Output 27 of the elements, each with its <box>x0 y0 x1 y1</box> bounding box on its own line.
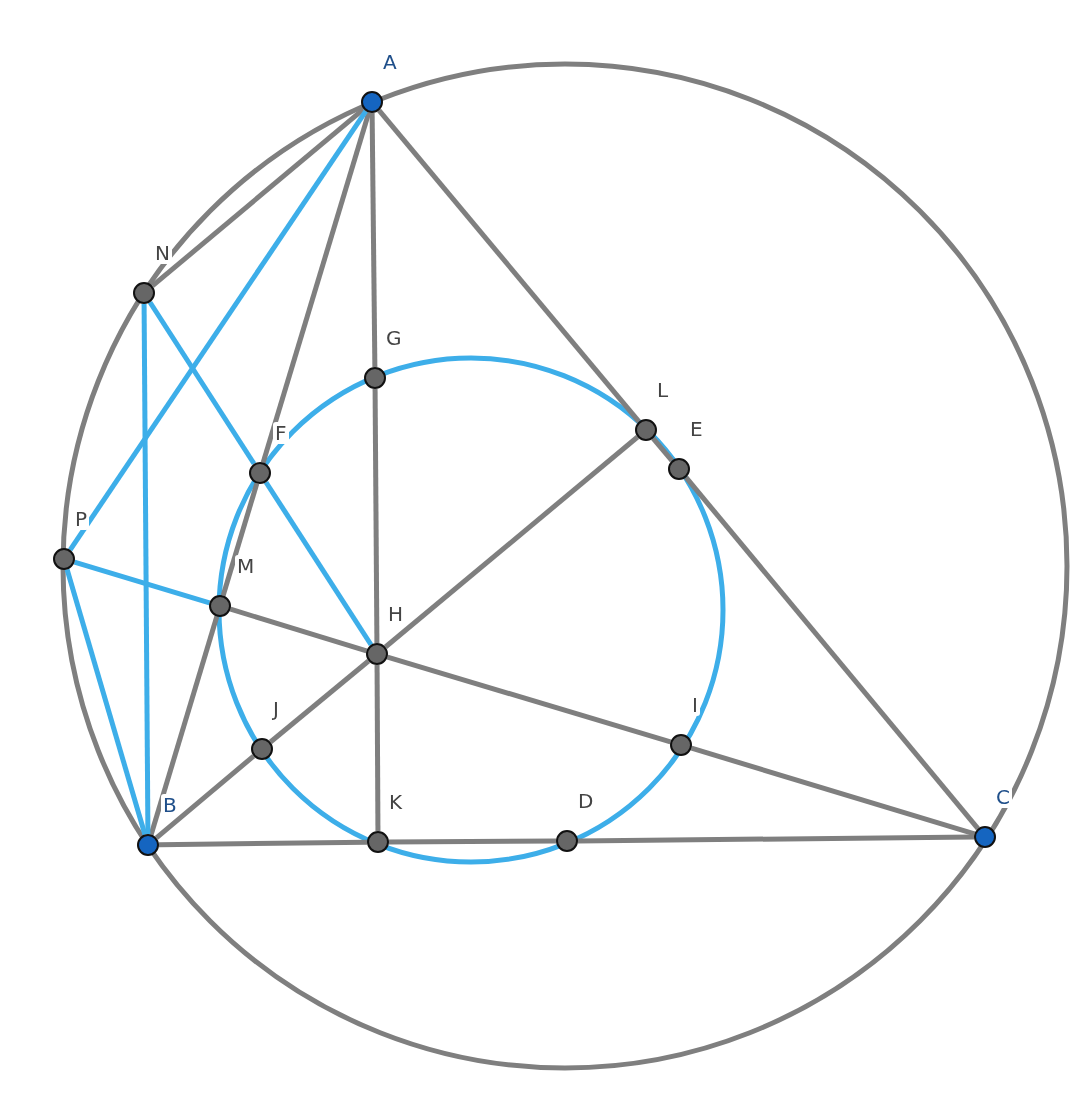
line-segment <box>154 754 256 840</box>
line-segment <box>158 839 368 848</box>
line-segment <box>369 112 378 368</box>
point-label: F <box>273 422 289 444</box>
line-segment <box>374 665 381 831</box>
line-segment <box>684 475 980 831</box>
line-segment <box>141 304 151 834</box>
line-segment <box>147 300 257 466</box>
line-segment <box>268 659 371 744</box>
line-segment <box>148 615 220 836</box>
line-segment <box>263 480 374 647</box>
line-segment <box>651 436 674 463</box>
line-segment <box>64 568 148 836</box>
line-segment <box>389 838 556 845</box>
line-segment <box>372 389 380 643</box>
line-segment <box>229 606 368 654</box>
line-segment <box>260 111 372 464</box>
line-segment <box>386 654 672 745</box>
line-segment <box>150 107 366 288</box>
line-segment <box>68 109 368 552</box>
point-label: C <box>994 786 1012 808</box>
line-segment <box>377 108 641 424</box>
line-segment <box>690 745 976 837</box>
line-segment <box>577 834 975 844</box>
line-segment <box>220 482 260 597</box>
line-segment <box>73 559 211 606</box>
line-segment <box>383 435 640 649</box>
